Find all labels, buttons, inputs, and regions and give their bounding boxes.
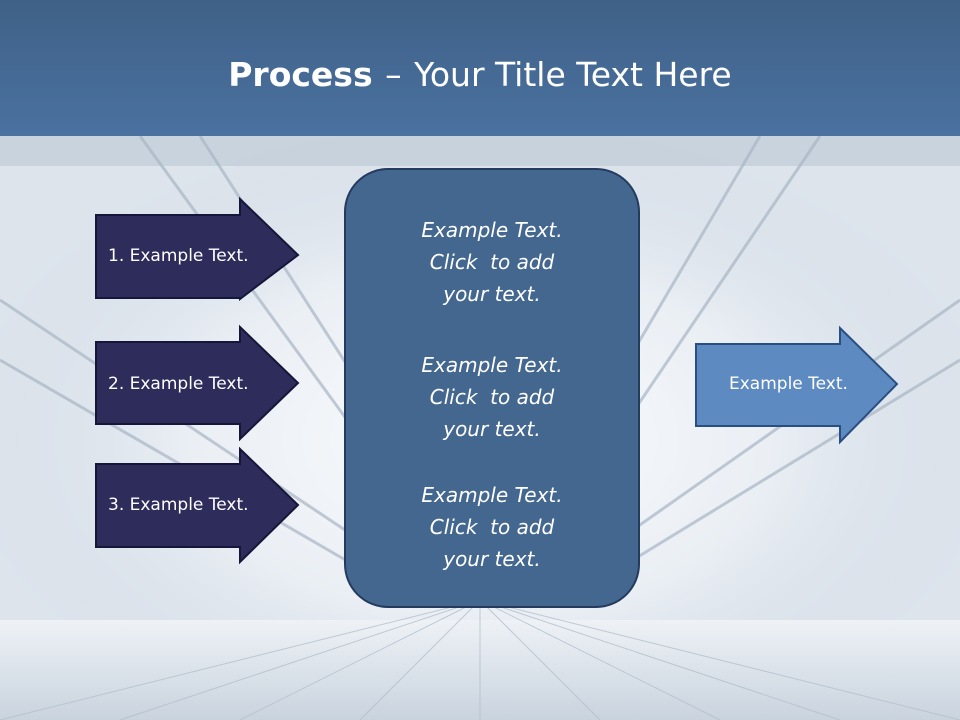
center-paragraph-1-line-1: Example Text. <box>421 218 563 242</box>
center-paragraph-3-line-3: your text. <box>443 547 541 571</box>
center-paragraph-1-line-3: your text. <box>443 282 541 306</box>
center-paragraph-1-line-2: Click to add <box>429 250 555 274</box>
title-strong-text: Process <box>228 55 373 94</box>
left-arrow-3-shape <box>95 446 300 565</box>
right-arrow-label: Example Text. <box>729 374 848 394</box>
center-paragraph-2-line-3: your text. <box>443 417 541 441</box>
center-paragraph-3: Example Text. Click to add your text. <box>346 479 638 575</box>
center-paragraph-2-line-2: Click to add <box>429 385 555 409</box>
center-paragraph-3-line-1: Example Text. <box>421 483 563 507</box>
slide-title[interactable]: Process – Your Title Text Here <box>0 52 960 98</box>
left-arrow-2-label: 2. Example Text. <box>108 374 249 394</box>
center-paragraph-3-line-2: Click to add <box>429 515 555 539</box>
left-arrow-2[interactable]: 2. Example Text. <box>95 324 300 442</box>
center-paragraph-1: Example Text. Click to add your text. <box>346 214 638 310</box>
left-arrow-1[interactable]: 1. Example Text. <box>95 196 300 302</box>
left-arrow-2-shape <box>95 324 300 442</box>
title-dash: – <box>385 55 402 94</box>
right-arrow-shape <box>695 325 899 445</box>
right-arrow[interactable]: Example Text. <box>695 325 900 445</box>
center-paragraph-2-line-1: Example Text. <box>421 353 563 377</box>
center-text-box[interactable]: Example Text. Click to add your text. Ex… <box>344 168 640 608</box>
title-rest-text: Your Title Text Here <box>414 55 732 94</box>
center-paragraph-2: Example Text. Click to add your text. <box>346 349 638 445</box>
title-bar <box>0 0 960 136</box>
left-arrow-3[interactable]: 3. Example Text. <box>95 446 300 566</box>
left-arrow-1-label: 1. Example Text. <box>108 246 249 266</box>
left-arrow-1-shape <box>95 196 300 302</box>
left-arrow-3-label: 3. Example Text. <box>108 495 249 515</box>
